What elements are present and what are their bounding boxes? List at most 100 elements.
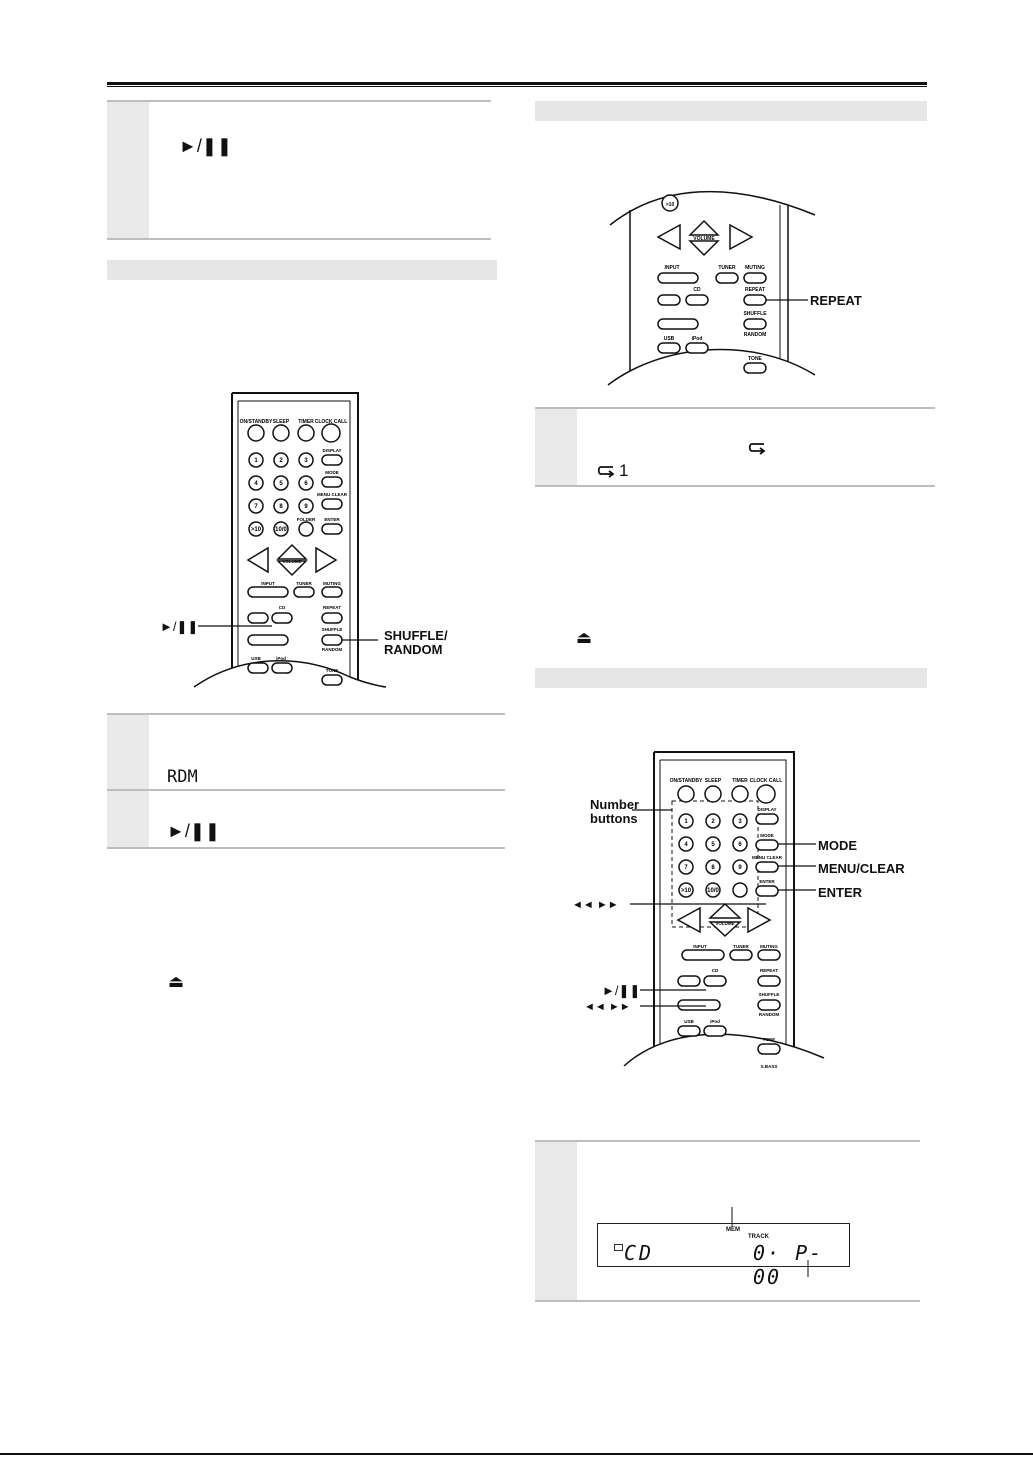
remote3-num-10plus: >10 [681,888,692,894]
remote-num-5: 5 [279,481,283,487]
remote3-label-standby: ON/STANDBY [670,778,703,784]
remote2-num-10plus: >10 [666,202,675,208]
remote-num-8: 8 [279,504,283,510]
search-symbol: ◄◄ ►► [584,1001,631,1013]
remote-label-repeat: REPEAT [323,605,341,610]
remote-label-cd: CD [279,605,286,610]
callout-menu-clear: MENU/CLEAR [818,861,905,876]
step-box-play: ►/❚❚ [107,100,491,240]
step-box-rdm-play: ►/❚❚ [107,789,505,849]
remote2-label-cd: CD [693,287,701,293]
remote2-label-tone: TONE [748,356,762,362]
remote2-label-ipod: iPod [692,336,703,342]
step-number-cell [107,715,149,789]
remote-label-display: DISPLAY [322,448,341,453]
callout-mode: MODE [818,838,857,853]
remote3-label-enter: ENTER [759,879,775,884]
remote2-label-tuner: TUNER [718,265,736,271]
remote-label-volume: VOLUME [282,559,301,564]
remote2-label-random: RANDOM [744,332,767,338]
remote3-label-input: INPUT [693,944,707,949]
footer-rule [0,1453,1033,1455]
callout-number-buttons: Number [590,797,640,812]
remote3-label-cd: CD [712,968,719,973]
remote3-label-usb: USB [684,1019,694,1024]
play-pause-symbol: ►/❚❚ [167,821,220,841]
remote3-label-clock: CLOCK CALL [750,778,783,784]
remote-label-folder: FOLDER [297,517,316,522]
remote-label-muting: MUTING [323,581,341,586]
step-box-memory [535,1140,920,1302]
remote3-label-display: DISPLAY [757,807,776,812]
eject-symbol-right: ⏏ [576,628,593,647]
step-box-repeat: 1 [535,407,935,487]
remote-num-7: 7 [254,504,258,510]
callout-shuffle-random: SHUFFLE/ [384,628,448,643]
remote3-num-3: 3 [738,819,742,825]
remote3-label-volume: VOLUME [715,921,734,926]
remote3-num-5: 5 [711,842,715,848]
remote3-num-2: 2 [711,819,715,825]
skip-symbol: ◄◄ ►► [572,899,619,911]
remote-illustration-memory: ON/STANDBY SLEEP TIMER CLOCK CALL 1 2 3 … [623,751,825,1069]
step-number-cell [535,1142,577,1300]
remote-label-timer: TIMER [298,419,314,425]
repeat-icon [748,443,766,455]
remote-num-9: 9 [304,504,308,510]
remote-label-shuffle: SHUFFLE [322,627,343,632]
callout-shuffle-random-2: RANDOM [384,642,443,657]
remote-num-6: 6 [304,481,308,487]
remote3-num-1: 1 [684,819,688,825]
step-number-cell [107,102,149,238]
callout-play-pause-random: ►/❚❚ [160,619,199,634]
remote3-label-sleep: SLEEP [705,778,722,784]
repeat-one-icon [597,466,615,478]
remote2-label-input: INPUT [665,265,680,271]
play-pause-symbol-memory: ►/❚❚ [602,983,641,998]
remote-label-tuner: TUNER [296,581,312,586]
remote3-num-9: 9 [738,865,742,871]
remote2-label-repeat: REPEAT [745,287,765,293]
remote2-label-volume: VOLUME [693,236,715,242]
remote3-label-mode: MODE [760,833,774,838]
remote2-label-shuffle: SHUFFLE [743,311,767,317]
remote2-label-usb: USB [664,336,675,342]
remote3-label-muting: MUTING [760,944,778,949]
lcd-program: 0· P-00 [753,1241,824,1289]
remote3-num-7: 7 [684,865,688,871]
remote-label-enter: ENTER [324,517,340,522]
remote-label-sleep: SLEEP [273,419,290,425]
section-band-repeat [535,101,927,121]
remote-label-tone: TONE [326,668,338,673]
remote2-label-muting: MUTING [745,265,765,271]
remote3-label-repeat: REPEAT [760,968,778,973]
step-box-rdm: RDM [107,713,505,791]
remote-num-1: 1 [254,458,258,464]
play-pause-symbol: ►/❚❚ [179,136,232,156]
remote3-label-sbass: S.BASS [761,1064,778,1069]
remote3-label-random: RANDOM [759,1012,779,1017]
step-number-cell [107,791,149,847]
lcd-disc-icon [614,1244,623,1251]
remote3-label-timer: TIMER [732,778,748,784]
remote3-num-4: 4 [684,842,688,848]
remote3-label-menu: MENU CLEAR [752,855,783,860]
remote3-label-tone: TONE [763,1037,775,1042]
remote-num-10-0: 10/0 [275,527,287,533]
remote3-label-tuner: TUNER [733,944,749,949]
rdm-indicator: RDM [167,767,198,787]
remote-illustration-random: ON/STANDBY SLEEP TIMER CLOCK CALL 1 2 3 … [193,392,387,688]
remote3-num-8: 8 [711,865,715,871]
remote-num-2: 2 [279,458,283,464]
remote-label-clock: CLOCK CALL [315,419,348,425]
lcd-mem-indicator: MEM [726,1227,740,1233]
section-band-random [107,260,497,280]
remote-label-ipod: iPod [276,656,286,661]
callout-enter: ENTER [818,885,863,900]
lcd-source: CD [624,1241,655,1265]
remote-label-standby: ON/STANDBY [240,419,273,425]
remote-num-10plus: >10 [251,527,262,533]
remote3-label-ipod: iPod [710,1019,720,1024]
lcd-track-indicator: TRACK [748,1234,769,1240]
remote3-label-shuffle: SHUFFLE [759,992,780,997]
